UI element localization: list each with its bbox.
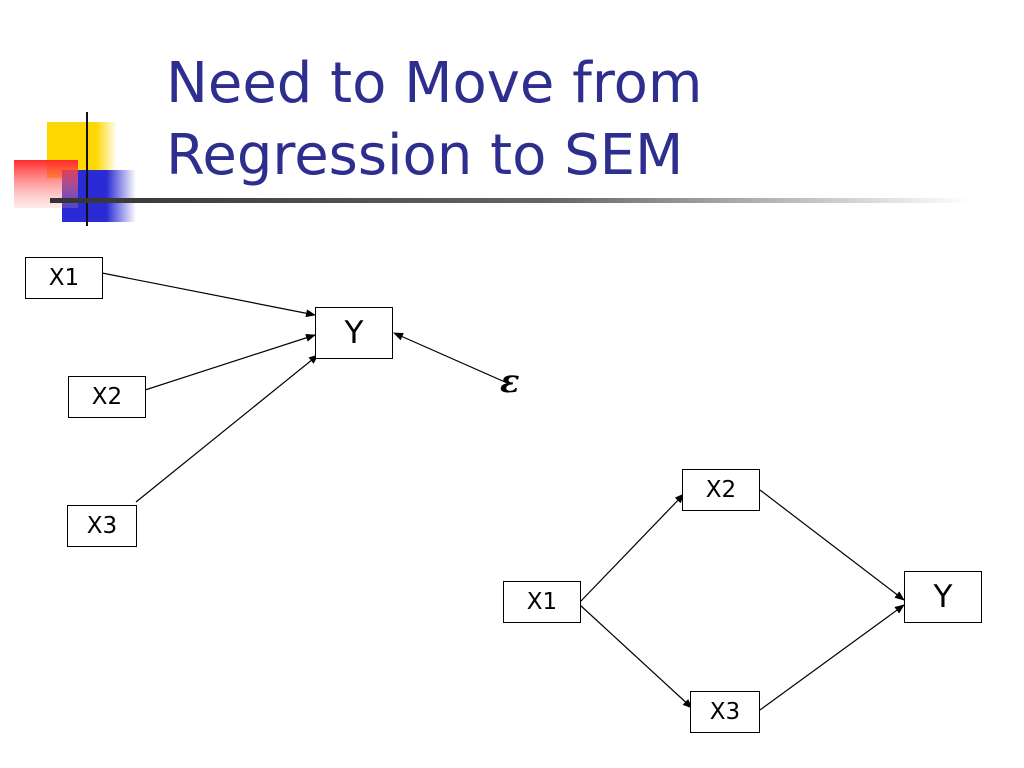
edge-sem-x1-x2 [579,493,685,603]
regression-node-x3: X3 [67,505,137,547]
page-title: Need to Move from Regression to SEM [166,48,702,192]
edge-sem-x2-y [759,489,905,601]
edge-x1-y [101,272,316,318]
regression-node-y: Y [315,307,393,359]
sem-node-x1: X1 [503,581,581,623]
regression-node-x1: X1 [25,257,103,299]
edge-sem-x3-y [759,604,905,711]
title-underline [50,198,970,203]
sem-node-x2: X2 [682,469,760,511]
title-line-1: Need to Move from [166,51,703,116]
edge-x3-y [135,354,319,503]
error-term-label: ε [500,362,520,400]
sem-node-y: Y [904,571,982,623]
title-line-2: Regression to SEM [166,123,684,188]
edge-sem-x1-x3 [579,604,693,709]
sem-node-x3: X3 [690,691,760,733]
regression-node-x2: X2 [68,376,146,418]
edge-x2-y [144,333,316,391]
edge-error-y [393,332,506,383]
slide-decoration [14,112,970,226]
